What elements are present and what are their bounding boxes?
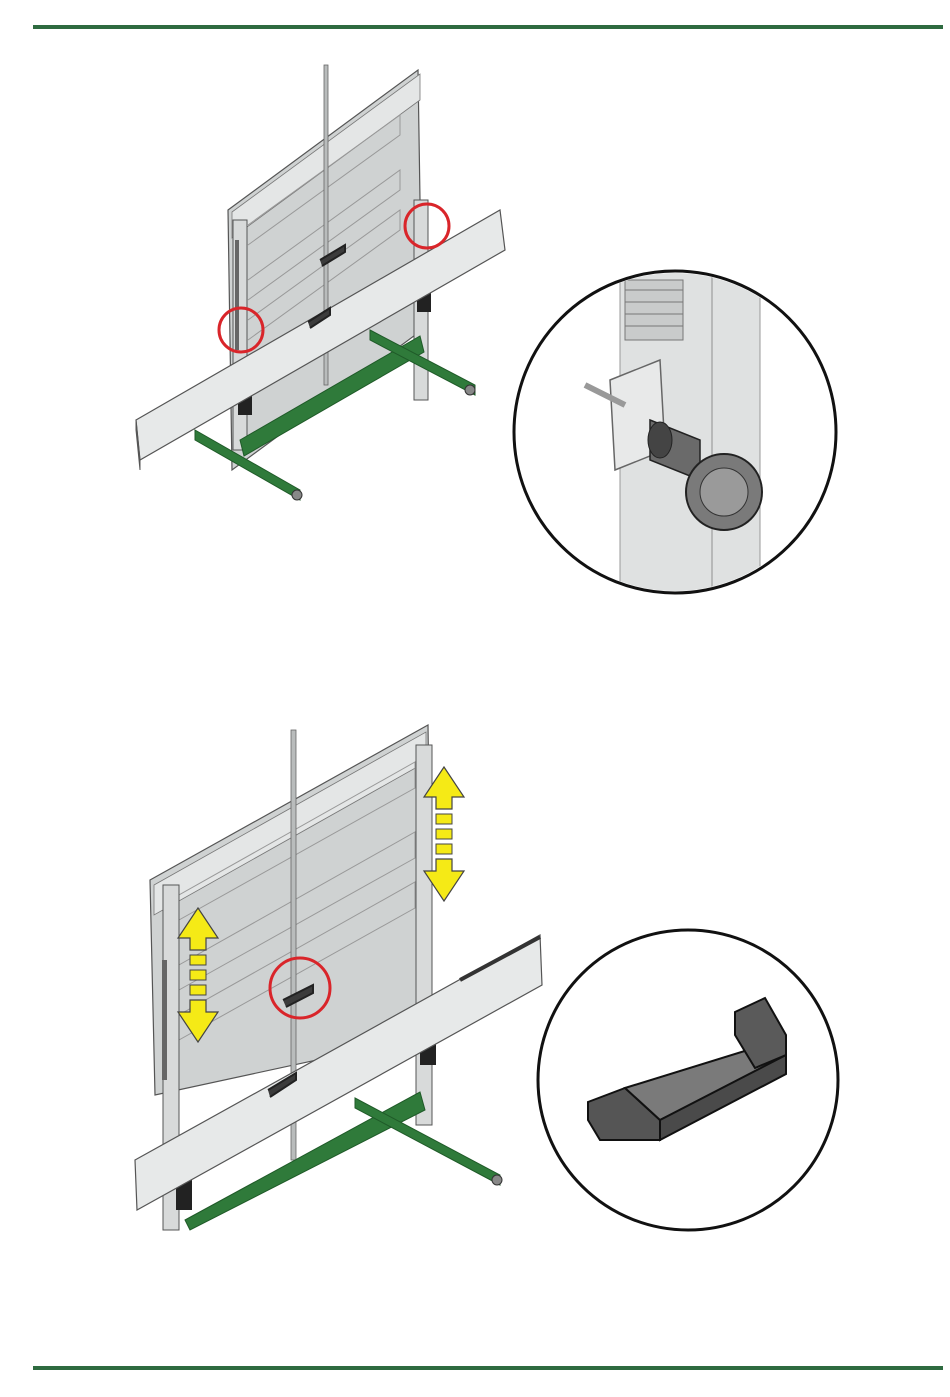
figure-1 (0, 40, 950, 640)
spring-icon (625, 280, 683, 340)
figure-2-illustration (0, 700, 950, 1260)
right-post (416, 745, 436, 1125)
figure-1-illustration (0, 40, 950, 640)
detail-magnifier-handle (538, 930, 838, 1230)
figure-2 (0, 700, 950, 1260)
top-rule (33, 25, 943, 29)
detail-magnifier-knob (514, 270, 836, 600)
bottom-rule (33, 1366, 943, 1370)
